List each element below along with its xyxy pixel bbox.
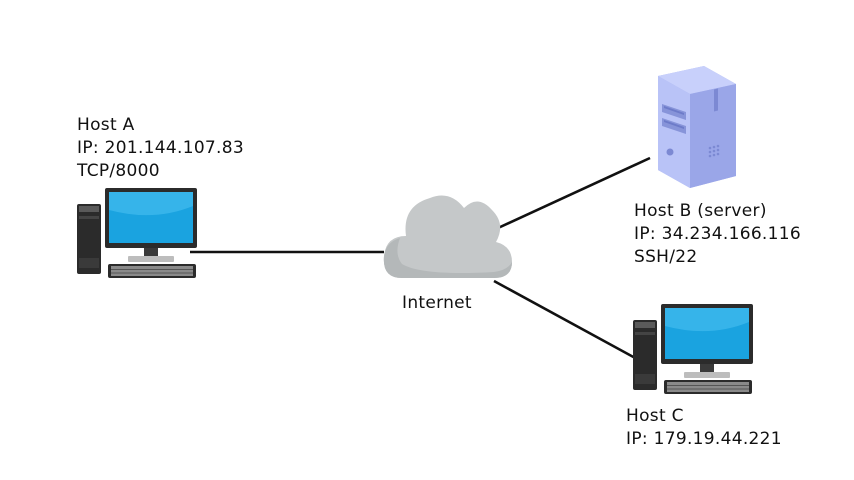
host-a-name: Host A [77, 115, 135, 135]
host-a-service: TCP/8000 [77, 161, 160, 181]
link-internet-host-c [493, 279, 638, 361]
host-b-label: Host B (server) IP: 34.234.166.116 SSH/2… [634, 200, 801, 269]
host-c-name: Host C [626, 406, 684, 426]
cloud-icon [383, 195, 512, 278]
desktop-computer-icon [77, 188, 197, 278]
host-b-ip: IP: 34.234.166.116 [634, 224, 801, 244]
server-tower-icon [658, 66, 736, 188]
host-c-ip: IP: 179.19.44.221 [626, 429, 782, 449]
host-b-service: SSH/22 [634, 247, 698, 267]
host-c-label: Host C IP: 179.19.44.221 [626, 405, 782, 451]
desktop-computer-icon [633, 304, 753, 394]
internet-label: Internet [402, 293, 472, 313]
link-internet-host-b [497, 156, 651, 230]
host-a-ip: IP: 201.144.107.83 [77, 138, 244, 158]
host-a-label: Host A IP: 201.144.107.83 TCP/8000 [77, 114, 244, 183]
host-b-name: Host B (server) [634, 201, 767, 221]
